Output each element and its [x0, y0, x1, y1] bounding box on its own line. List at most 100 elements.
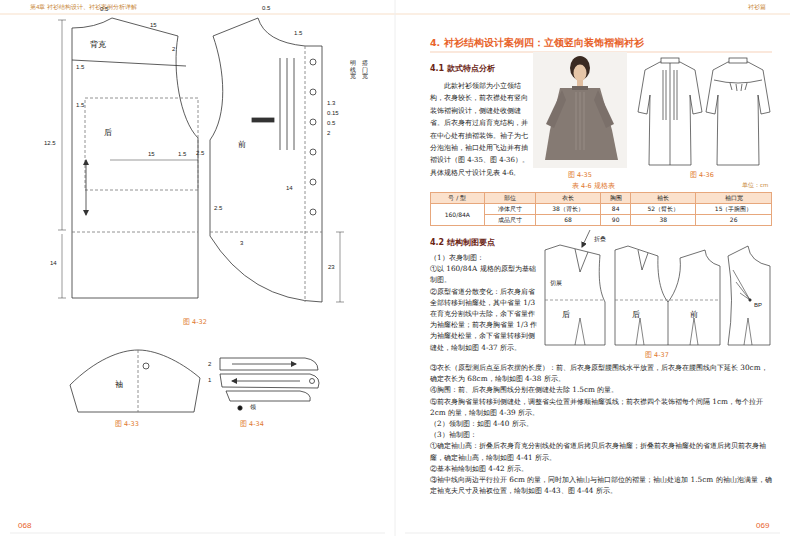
body-text: 此款衬衫领部为小立领结构，衣身较长，前衣襟处有竖向装饰褶裥设计，侧缝处收侧缝省。… [430, 80, 530, 179]
dimension-label: 15 [150, 22, 157, 29]
section-heading: 4.1 款式特点分析 [430, 64, 495, 74]
drawing-part [545, 88, 618, 160]
drawing-part [728, 246, 770, 345]
drawing-part [395, 0, 396, 536]
drawing-part [210, 18, 322, 302]
page-number: 069 [756, 521, 769, 531]
drawing-part [85, 98, 198, 190]
drawing-part [232, 381, 300, 382]
table-cell-box: 38（背长） [536, 204, 601, 215]
drawing-part [714, 80, 762, 83]
drawing-part [220, 358, 318, 370]
front-bodice [210, 18, 344, 302]
drawing-part [10, 533, 385, 534]
drawing-part [72, 232, 198, 233]
drawing-part [310, 209, 316, 215]
table-title: 表 4-6 规格表 [572, 182, 615, 190]
body-text: ⑤前衣身胸省量转移到侧缝处，调整省尖位置并修顺袖窿弧线；前衣襟四个装饰褶每个间隔… [430, 396, 772, 418]
table-cell-box: 38 [631, 215, 696, 226]
drawing-part [661, 58, 679, 63]
dimension-label: 2 [327, 130, 330, 137]
figure-caption: 图 4-37 [645, 351, 669, 359]
dimension-label: 1.3 [327, 100, 335, 107]
dimension-label: 1.5 [76, 102, 84, 109]
table-cell: 38（背长） [538, 205, 598, 213]
table-cell: 成品尺寸 [487, 216, 533, 224]
figure-caption: 图 4-36 [690, 171, 714, 179]
body-text: ①以 160/84A 规格的原型为基础制图。 [430, 263, 538, 285]
drawing-part [405, 533, 780, 534]
piece-name: 袖 [115, 380, 123, 389]
running-header: 第4章 衬衫结构设计、衬衫案例分析详解 [30, 4, 137, 11]
table-cell-box: 68 [536, 215, 601, 226]
body-text: ③衣长（原型测后点至后衣摆的长度）：前、后衣身原型腰围线水平放置，后衣身在腰围线… [430, 362, 772, 384]
drawing-part [582, 230, 590, 247]
table-row: 成品尺寸68903826 [431, 215, 772, 226]
unit-note: 单位：cm [742, 182, 768, 189]
table-cell: 160/84A [433, 211, 482, 219]
drawing-part [280, 58, 281, 150]
table-cell-box: 成品尺寸 [484, 215, 535, 226]
drawing-part [110, 160, 198, 161]
piece-name: 领 [250, 404, 256, 411]
drawing-part [677, 70, 678, 120]
drawing-part [638, 250, 648, 270]
piece-name: 后 [562, 310, 570, 319]
drawing-part [545, 300, 605, 301]
vertical-note: 明线宽 [350, 60, 356, 80]
drawing-part [546, 90, 566, 128]
dimension-label: 1.5 [294, 30, 302, 37]
body-text: ④胸围：前、后衣身胸围线分别在侧缝处去除 1.5cm 的量。 [430, 384, 772, 395]
drawing-part [638, 62, 702, 165]
drawing-part [72, 60, 186, 66]
piece-name: 后 [104, 128, 112, 137]
drawing-part [252, 118, 274, 122]
table-cell-box: 160/84A [431, 204, 485, 226]
table-cell-box: 净体尺寸 [484, 204, 535, 215]
drawing-part [232, 364, 296, 365]
table-cell: 部位 [487, 194, 533, 202]
dimension-label: 15 [148, 151, 155, 158]
piece-name: 前 [690, 310, 698, 319]
back-bodice [58, 18, 198, 298]
table-cell: 号 / 型 [433, 194, 482, 202]
table-cell-box: 26 [696, 215, 772, 226]
drawing-part [670, 63, 671, 165]
sleeve-pattern [70, 350, 200, 412]
drawing-part [615, 300, 720, 301]
drawing-part [594, 90, 614, 128]
table-cell-box: 52（臂长） [631, 204, 696, 215]
table-cell-box: 袖长 [631, 193, 696, 204]
size-table: 号 / 型部位衣长胸围袖长袖口宽 160/84A净体尺寸38（背长）8452（臂… [430, 192, 772, 226]
drawing-part [210, 232, 322, 233]
page-title: 4. 衬衫结构设计案例四：立领竖向装饰褶裥衬衫 [430, 37, 644, 49]
table-cell: 15（手腕围） [698, 205, 769, 213]
drawing-part [575, 249, 588, 272]
drawing-part [310, 59, 316, 65]
drawing-part [533, 52, 627, 168]
dimension-label: 2.5 [196, 150, 204, 157]
drawing-part [574, 65, 587, 82]
figure-note: 切展 [550, 280, 562, 287]
drawing-part [336, 232, 344, 233]
collar-pattern [220, 358, 319, 410]
table-cell: 26 [698, 216, 769, 224]
drawing-part [674, 70, 675, 120]
table-cell: 袖长 [633, 194, 693, 202]
point-label: BP [754, 302, 762, 309]
body-text: ①确定袖山高：折叠后衣身育克分割线处的省道后拷贝后衣身袖窿；折叠前衣身袖窿处的省… [430, 440, 772, 462]
table-row: 160/84A净体尺寸38（背长）8452（臂长）15（手腕围） [431, 204, 772, 215]
drawing-part [706, 62, 770, 165]
piece-name: 背克 [90, 40, 106, 49]
body-text: （1）衣身制图： [430, 252, 538, 263]
dimension-label: 1.5 [178, 151, 186, 158]
dimension-label: 0.5 [262, 5, 270, 12]
table-cell: 袖口宽 [698, 194, 769, 202]
dimension-label: 1 [208, 377, 211, 384]
drawing-part [663, 70, 664, 120]
table-cell: 胸围 [603, 194, 628, 202]
drawing-part [294, 58, 295, 150]
table-cell-box: 部位 [484, 193, 535, 204]
garment-flats [638, 58, 770, 165]
